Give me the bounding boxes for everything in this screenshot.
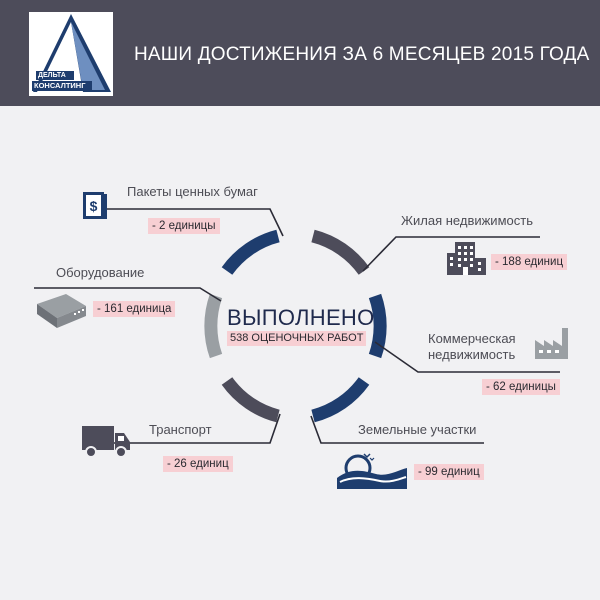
ring-segment-navy-top <box>221 229 280 275</box>
label-residential: Жилая недвижимость <box>401 213 533 228</box>
center-subtitle: 538 ОЦЕНОЧНЫХ РАБОТ <box>227 331 367 346</box>
main-area <box>0 106 600 600</box>
label-commercial-line2: недвижимость <box>428 347 516 362</box>
value-residential: - 188 единиц <box>491 254 568 270</box>
value-securities: - 2 единицы <box>148 218 220 234</box>
securities-icon: $ <box>83 192 107 219</box>
value-equipment: - 161 единица <box>93 301 176 317</box>
value-commercial: - 62 единицы <box>482 379 560 395</box>
label-land: Земельные участки <box>358 422 477 437</box>
label-commercial: Коммерческая <box>428 331 516 346</box>
factory-icon <box>535 328 568 359</box>
header: ДЕЛЬТА КОНСАЛТИНГ НАШИ ДОСТИЖЕНИЯ ЗА 6 М… <box>0 0 600 106</box>
label-securities: Пакеты ценных бумаг <box>127 184 258 199</box>
connector-equipment <box>34 287 222 302</box>
value-transport: - 26 единиц <box>163 456 233 472</box>
ring-segment-navy-right <box>368 293 387 359</box>
residential-building-icon <box>447 242 486 275</box>
equipment-icon <box>37 294 86 328</box>
ring-segment-gray-left <box>204 293 223 359</box>
logo-text-line2: КОНСАЛТИНГ <box>32 81 92 91</box>
center-title: ВЫПОЛНЕНО <box>227 305 375 330</box>
connector-commercial <box>374 341 560 373</box>
ring-segment-slate-bottom <box>221 377 280 423</box>
svg-text:$: $ <box>90 198 98 214</box>
page-title: НАШИ ДОСТИЖЕНИЯ ЗА 6 МЕСЯЦЕВ 2015 ГОДА <box>134 44 590 65</box>
value-land: - 99 единиц <box>414 464 484 480</box>
land-plot-icon <box>337 449 407 489</box>
ring-segment-slate-top <box>311 229 370 275</box>
connector-land <box>310 415 484 444</box>
connector-transport <box>84 413 281 444</box>
connector-securities <box>106 208 284 237</box>
connector-residential <box>362 236 540 272</box>
ring-segment-navy-bottom <box>311 377 370 423</box>
truck-icon <box>82 426 130 458</box>
logo-text-line1: ДЕЛЬТА <box>36 71 74 80</box>
label-transport: Транспорт <box>149 422 212 437</box>
label-equipment: Оборудование <box>56 265 145 280</box>
logo[interactable]: ДЕЛЬТА КОНСАЛТИНГ <box>29 12 113 96</box>
